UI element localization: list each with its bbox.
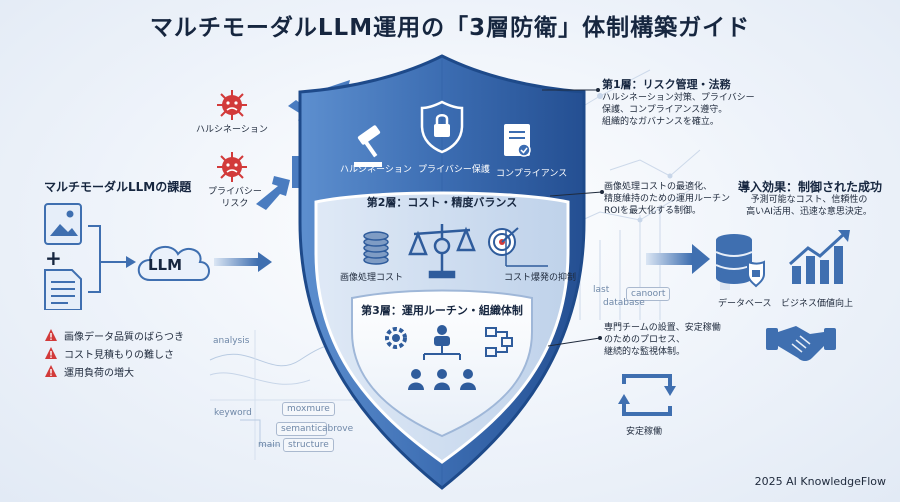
team-icon bbox=[408, 369, 476, 390]
org-chart-icon bbox=[423, 325, 461, 360]
flowchart-icon bbox=[485, 327, 513, 357]
gavel-icon bbox=[354, 125, 382, 167]
balance-scale-icon bbox=[408, 224, 476, 279]
connector-lines bbox=[542, 88, 604, 347]
layer2-note: 画像処理コストの最適化、 精度維持のための運用ルーチン ROIを最大化する制御。 bbox=[604, 182, 731, 216]
bg-word-main: main bbox=[258, 440, 281, 450]
virus-icon bbox=[217, 152, 247, 182]
bg-word-moxmure: moxmure bbox=[282, 402, 335, 416]
database-label: データベース bbox=[718, 299, 772, 309]
layer1-item-compliance: コンプライアンス bbox=[496, 169, 568, 179]
warning-icon bbox=[45, 347, 57, 359]
bg-word-semantic: semantic bbox=[276, 422, 328, 436]
bg-word-keyword: keyword bbox=[214, 408, 252, 418]
business-value-label: ビジネス価値向上 bbox=[781, 299, 854, 309]
coins-icon bbox=[363, 231, 389, 265]
input-flow bbox=[44, 203, 210, 310]
challenges-heading: マルチモーダルLLMの課題 bbox=[44, 180, 192, 194]
threat-hallucination: ハルシネーション bbox=[196, 125, 268, 135]
layer1-note: 第1層：リスク管理・法務 ハルシネーション対策、プライバシー 保護、コンプライア… bbox=[602, 78, 755, 127]
stable-operation-label: 安定稼働 bbox=[626, 427, 663, 437]
threat-privacy: プライバシー リスク bbox=[208, 187, 262, 209]
footer-credit: 2025 AI KnowledgeFlow bbox=[754, 475, 886, 488]
bg-word-abrove: abrove bbox=[322, 424, 354, 434]
effect-title: 導入効果：制御された成功 bbox=[738, 180, 883, 194]
issues-list: 画像データ品質のばらつき コスト見積もりの難しさ 運用負荷の増大 bbox=[44, 326, 184, 380]
arrow-right-icon bbox=[646, 244, 710, 274]
issue-item: 運用負荷の増大 bbox=[44, 362, 184, 380]
layer2-item-suppress: コスト爆発の抑制 bbox=[504, 273, 577, 283]
defense-shield bbox=[298, 54, 586, 490]
issue-text: 運用負荷の増大 bbox=[64, 367, 134, 379]
text-document-icon bbox=[44, 269, 82, 310]
issue-item: コスト見積もりの難しさ bbox=[44, 344, 184, 362]
issue-text: 画像データ品質のばらつき bbox=[64, 331, 184, 343]
compliance-document-icon bbox=[504, 124, 531, 157]
layer2-label: 第2層：コスト・精度バランス bbox=[366, 196, 518, 209]
layer2-item-cost: 画像処理コスト bbox=[340, 273, 404, 283]
warning-icon bbox=[45, 365, 57, 377]
target-icon bbox=[488, 227, 519, 256]
page-title: マルチモーダルLLM運用の「3層防衛」体制構築ガイド bbox=[149, 15, 751, 41]
cloud-icon bbox=[137, 245, 210, 281]
growth-chart-icon bbox=[789, 230, 850, 284]
bg-word-analysis: analysis bbox=[213, 336, 250, 346]
cost-curve-icon bbox=[505, 230, 548, 267]
layer1-item-hallucination: ハルシネーション bbox=[340, 165, 412, 175]
bg-word-last: last bbox=[593, 285, 610, 295]
llm-label: LLM bbox=[148, 256, 183, 274]
layer3-note: 専門チームの設置、安定稼働 のためのプロセス、 継続的な監視体制。 bbox=[604, 323, 721, 357]
issue-item: 画像データ品質のばらつき bbox=[44, 326, 184, 344]
bg-word-database: database bbox=[603, 298, 645, 308]
layer1-item-privacy: プライバシー保護 bbox=[418, 165, 490, 175]
database-lock-icon bbox=[715, 234, 765, 288]
bg-word-canoort: canoort bbox=[626, 287, 671, 301]
layer3-label: 第3層：運用ルーチン・組織体制 bbox=[361, 304, 523, 317]
arrow-right-icon bbox=[214, 252, 272, 272]
virus-icon bbox=[217, 90, 247, 120]
image-document-icon bbox=[44, 203, 82, 245]
layer1-title: 第1層：リスク管理・法務 bbox=[602, 78, 731, 91]
cycle-arrows-icon bbox=[618, 374, 676, 416]
bg-word-structure: structure bbox=[283, 438, 334, 452]
handshake-icon bbox=[766, 326, 836, 361]
lock-shield-icon bbox=[420, 100, 464, 154]
effect-description: 予測可能なコスト、信頼性の 高いAI活用、迅速な意思決定。 bbox=[746, 195, 872, 217]
gear-icon bbox=[385, 327, 407, 349]
issue-text: コスト見積もりの難しさ bbox=[64, 349, 174, 361]
plus-sign: + bbox=[45, 246, 62, 270]
warning-icon bbox=[45, 329, 57, 341]
